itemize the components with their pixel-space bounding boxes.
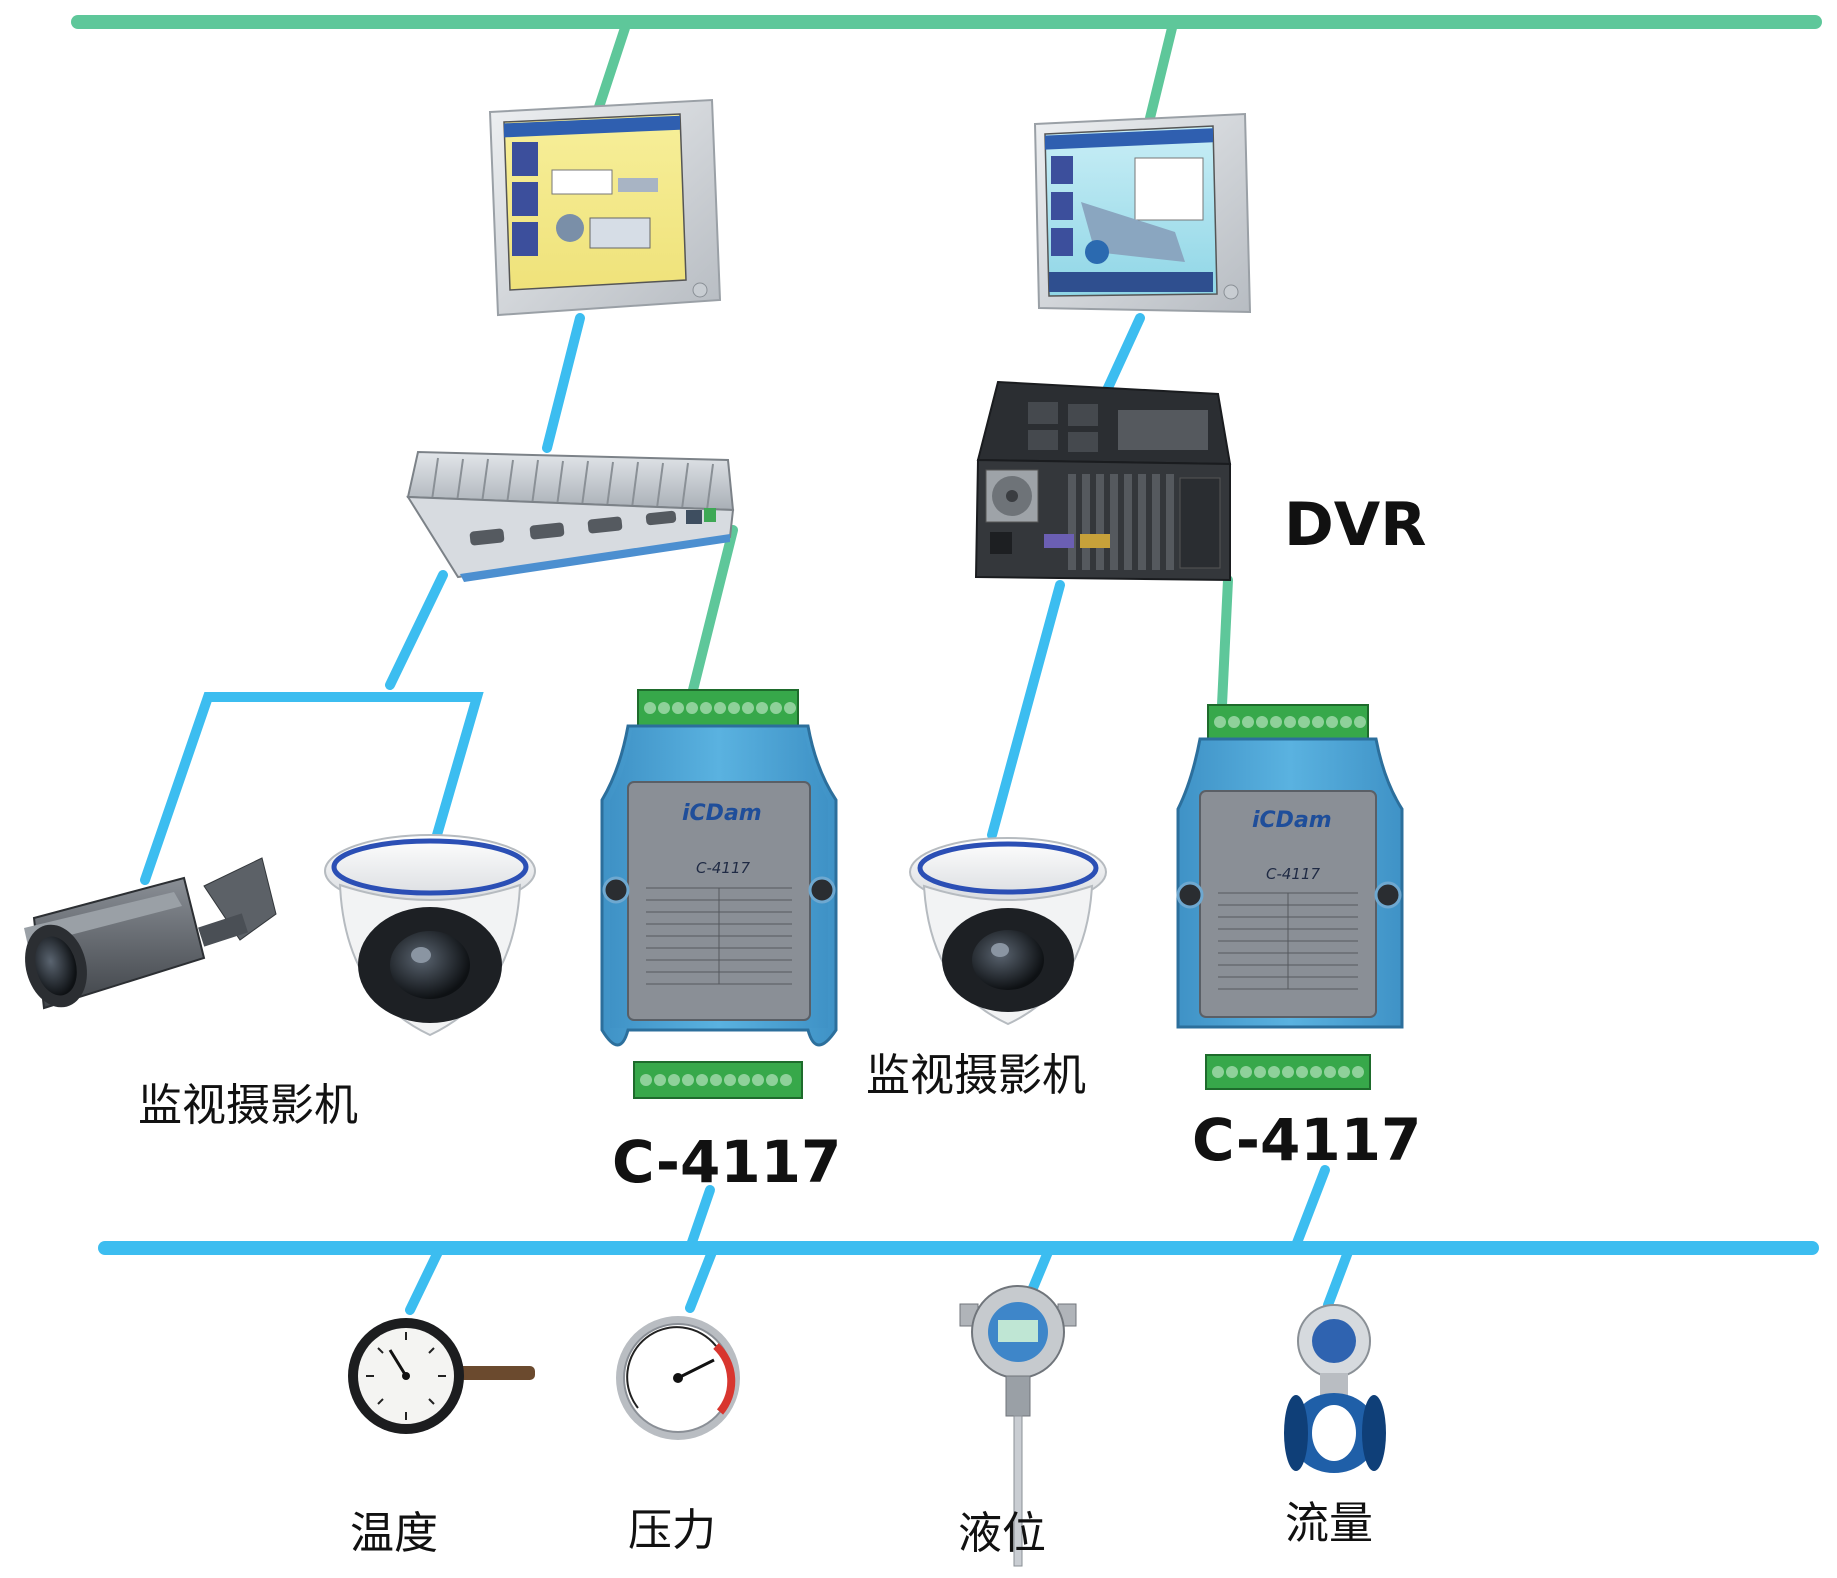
bullet-camera (24, 857, 277, 1010)
dome-camera-icon (909, 837, 1107, 1026)
panel-to-dvr-link (1102, 313, 1145, 395)
sensor-label-level: 液位 (958, 1508, 1046, 1559)
dvr-label: DVR (1284, 490, 1426, 560)
boxpc-to-cameras-link (385, 570, 448, 690)
bullet-camera-icon (24, 857, 277, 1010)
io-module-left: iCDam C-4117 (600, 689, 838, 1099)
panel-to-boxpc-link (542, 313, 585, 453)
fieldbus-lines (98, 313, 1819, 1315)
panel-pc-right (1033, 112, 1252, 314)
dvr-unit (974, 380, 1232, 582)
dome-camera-right (909, 837, 1107, 1026)
right-module-to-bus-link (1290, 1165, 1330, 1253)
module-label-left: C-4117 (612, 1128, 841, 1196)
sensor-thermometer (348, 1318, 535, 1434)
pressure-gauge-icon (616, 1316, 740, 1440)
thermometer-icon (348, 1318, 535, 1434)
module-brand-label: iCDam (682, 801, 762, 826)
module-face-model-label: C-4117 (696, 859, 751, 877)
ethernet-drop-right-panel (1145, 23, 1177, 123)
io-module-right: iCDam C-4117 (1176, 704, 1404, 1090)
sensor-label-temperature: 温度 (350, 1508, 438, 1559)
camera-branch-link (140, 692, 484, 885)
left-module-to-bus-link (685, 1185, 715, 1253)
dome-camera-left (324, 834, 536, 1037)
embedded-box-pc (406, 450, 735, 582)
ethernet-drop-left-panel (593, 23, 630, 115)
sensor-level-transmitter (959, 1285, 1077, 1567)
bus-to-pressure-link (685, 1247, 717, 1313)
ethernet-link-boxpc-module (688, 525, 738, 695)
camera-group-label-left: 监视摄影机 (138, 1080, 358, 1131)
module-face-model-label: C-4117 (1266, 865, 1321, 883)
sensor-label-flow: 流量 (1285, 1498, 1373, 1549)
panel-pc-left (488, 98, 722, 317)
level-transmitter-icon (959, 1285, 1077, 1567)
module-label-right: C-4117 (1192, 1106, 1421, 1174)
sensor-pressure-gauge (616, 1316, 740, 1440)
sensor-flowmeter (1284, 1304, 1386, 1473)
module-brand-label: iCDam (1252, 808, 1332, 833)
dvr-to-dome-camera-link (987, 580, 1065, 840)
ethernet-lines (71, 15, 1822, 710)
dome-camera-icon (324, 834, 536, 1037)
camera-group-label-right: 监视摄影机 (866, 1050, 1086, 1101)
bus-to-thermometer-link (405, 1247, 443, 1315)
ethernet-link-dvr-module (1217, 575, 1233, 710)
flowmeter-icon (1284, 1304, 1386, 1473)
bus-to-flowmeter-link (1323, 1247, 1353, 1310)
sensor-label-pressure: 压力 (628, 1505, 716, 1556)
